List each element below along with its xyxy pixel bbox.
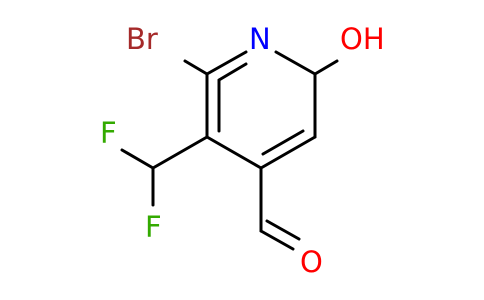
bond-c4-c5-inner	[261, 129, 305, 156]
bond-c-f-top	[120, 148, 155, 170]
bond-cho-o-double	[265, 219, 301, 241]
atom-o-aldehyde: O	[300, 245, 323, 279]
atom-n: N	[249, 22, 271, 56]
bond-c3-chf2	[151, 135, 209, 170]
atom-br: Br	[126, 22, 158, 56]
bond-c2-br	[183, 59, 209, 76]
bond-n-c2	[205, 50, 248, 76]
bond-c3-c4	[205, 135, 263, 170]
bond-cho-o	[259, 229, 295, 251]
atom-f-top: F	[100, 116, 117, 150]
bond-c4-c5	[259, 135, 317, 170]
bond-c6-n	[274, 50, 317, 76]
bond-n-c2-inner	[217, 62, 248, 82]
bond-c6-oh	[313, 59, 339, 76]
bonds	[120, 50, 339, 251]
atom-oh: OH	[340, 22, 385, 56]
atom-f-bottom: F	[145, 210, 162, 244]
